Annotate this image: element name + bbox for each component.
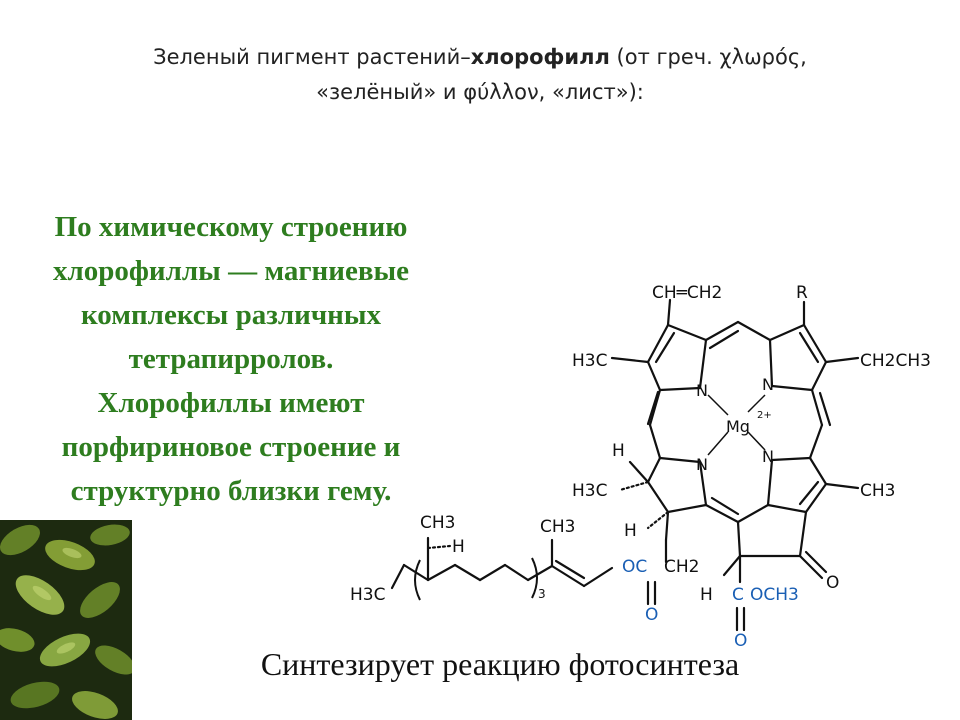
- leaves-photo: [0, 520, 132, 720]
- definition-line: хлорофиллы — магниевые: [52, 255, 410, 287]
- oxo-group: O: [826, 573, 839, 593]
- ch2-group: CH2: [664, 557, 699, 577]
- ester-oc: OC: [622, 557, 647, 577]
- h-lower: H: [624, 521, 637, 541]
- ester-och3: OCH3: [750, 585, 799, 605]
- chain-brackets: [414, 557, 538, 601]
- title-bold-term: хлорофилл: [470, 45, 610, 69]
- magnesium: Mg: [726, 417, 750, 436]
- h3c-lower: H3C: [572, 481, 607, 501]
- magnesium-charge: 2+: [757, 410, 772, 421]
- ester-c: C: [732, 585, 744, 605]
- mg-coordination: [707, 394, 766, 456]
- definition-line: структурно близки гему.: [70, 475, 392, 507]
- ester-o-left: O: [645, 605, 658, 625]
- repeat-subscript: 3: [538, 587, 546, 601]
- definition-line: комплексы различных: [80, 299, 382, 331]
- title-line-2: «зелёный» и φύλλον, «лист»):: [316, 80, 644, 104]
- nitrogen-3: N: [696, 455, 708, 474]
- title-text: Зеленый пигмент растений–: [153, 45, 471, 69]
- chain-h: H: [452, 537, 465, 557]
- definition-line: порфириновое строение и: [61, 431, 401, 463]
- definition-line: Хлорофиллы имеют: [97, 387, 365, 419]
- r-group: R: [796, 283, 808, 303]
- structure-bonds: [390, 298, 860, 632]
- definition-line: По химическому строению: [54, 211, 408, 243]
- nitrogen-4: N: [762, 447, 774, 466]
- methyl-left: H3C: [572, 351, 607, 371]
- title-line-1: Зеленый пигмент растений–хлорофилл (от г…: [60, 40, 900, 75]
- title-text-etymology: (от греч. χλωρός,: [609, 45, 807, 69]
- nitrogen-2: N: [762, 375, 774, 394]
- photosynthesis-caption: Синтезирует реакцию фотосинтеза: [260, 646, 740, 682]
- h-bottom: H: [700, 585, 713, 605]
- slide-title: Зеленый пигмент растений–хлорофилл (от г…: [60, 40, 900, 110]
- methyl-right: CH3: [860, 481, 895, 501]
- definition-text: По химическому строению хлорофиллы — маг…: [0, 205, 462, 513]
- chlorophyll-structure: CH═CH2 R H3C CH2CH3 H H3C H CH3 O CH3 H …: [350, 283, 931, 651]
- chain-h3c: H3C: [350, 585, 385, 605]
- definition-line: тетрапирролов.: [128, 343, 334, 375]
- chain-ch3: CH3: [420, 513, 455, 533]
- leaves-image: [0, 520, 132, 720]
- chain-ch3-2: CH3: [540, 517, 575, 537]
- h-top: H: [612, 441, 625, 461]
- ethyl-group: CH2CH3: [860, 351, 931, 371]
- vinyl-group: CH═CH2: [652, 283, 722, 303]
- nitrogen-1: N: [696, 381, 708, 400]
- ester-o-bottom: O: [734, 631, 747, 651]
